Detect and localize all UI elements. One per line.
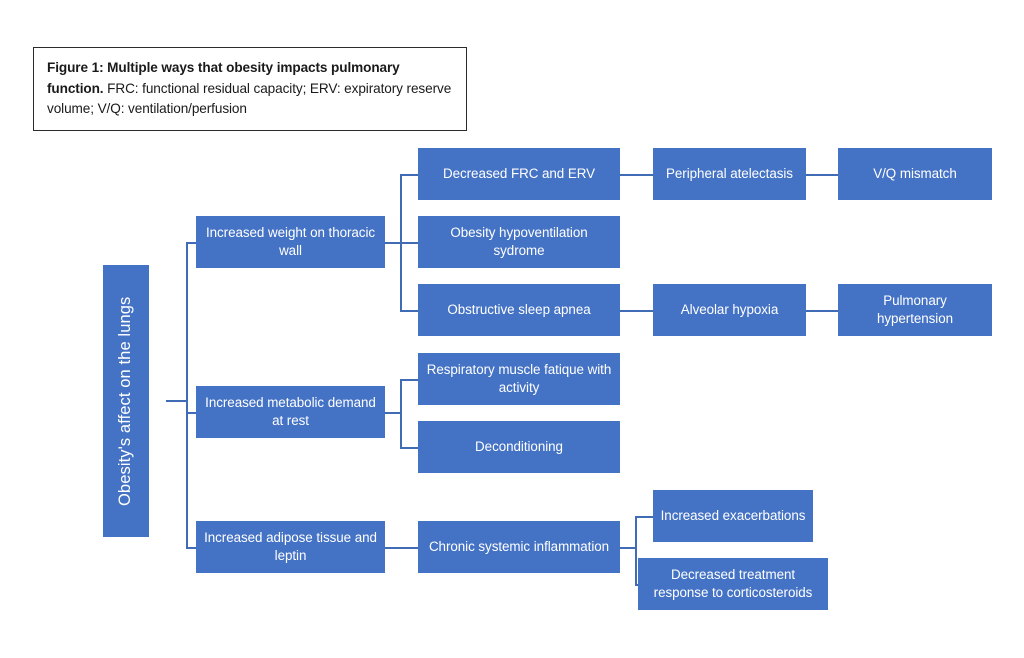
node-alveolar-hypoxia[interactable]: Alveolar hypoxia [653, 284, 806, 336]
node-chronic-systemic-inflammation[interactable]: Chronic systemic inflammation [418, 521, 620, 573]
connector-root-to-n3 [186, 547, 197, 549]
connector-n2-to-n2a [400, 379, 418, 381]
connector-n1a-to-n1a1 [620, 174, 653, 176]
connector-n1-to-n1a [400, 174, 418, 176]
figure-caption-title: Figure 1: Multiple ways that obesity imp… [47, 60, 400, 96]
connector-n1a1-to-n1a1a [806, 174, 838, 176]
node-respiratory-muscle-fatigue[interactable]: Respiratory muscle fatique with activity [418, 353, 620, 405]
node-vq-mismatch[interactable]: V/Q mismatch [838, 148, 992, 200]
node-increased-exacerbations[interactable]: Increased exacerbations [653, 490, 813, 542]
node-increased-weight-thoracic-wall[interactable]: Increased weight on thoracic wall [196, 216, 385, 268]
connector-n2-stub [385, 412, 401, 414]
node-increased-metabolic-demand[interactable]: Increased metabolic demand at rest [196, 386, 385, 438]
connector-n1-to-n1b [400, 242, 418, 244]
connector-n3-to-n3a [385, 547, 418, 549]
node-decreased-frc-erv[interactable]: Decreased FRC and ERV [418, 148, 620, 200]
figure-caption-box: Figure 1: Multiple ways that obesity imp… [33, 47, 467, 131]
connector-n3a-stub [620, 547, 636, 549]
connector-n3a-trunk [635, 516, 637, 584]
node-peripheral-atelectasis[interactable]: Peripheral atelectasis [653, 148, 806, 200]
node-increased-adipose-tissue-leptin[interactable]: Increased adipose tissue and leptin [196, 521, 385, 573]
connector-n2-to-n2b [400, 447, 418, 449]
node-root[interactable]: Obesity's affect on the lungs [103, 265, 149, 537]
node-obstructive-sleep-apnea[interactable]: Obstructive sleep apnea [418, 284, 620, 336]
node-deconditioning[interactable]: Deconditioning [418, 421, 620, 473]
figure-caption-abbreviations: FRC: functional residual capacity; ERV: … [47, 80, 452, 117]
figure-caption-text: Figure 1: Multiple ways that obesity imp… [47, 58, 453, 120]
connector-n2-trunk [400, 379, 402, 447]
connector-n1-to-n1c [400, 310, 418, 312]
connector-n1c-to-n1c1 [620, 310, 653, 312]
node-decreased-treatment-response[interactable]: Decreased treatment response to corticos… [638, 558, 828, 610]
connector-n1c1-to-n1c1a [806, 310, 838, 312]
connector-n1-stub [385, 242, 401, 244]
node-pulmonary-hypertension[interactable]: Pulmonary hypertension [838, 284, 992, 336]
connector-root-to-n2 [186, 412, 197, 414]
connector-root-to-n1 [186, 242, 197, 244]
connector-root-trunk [186, 242, 188, 548]
connector-root-stub [166, 400, 187, 402]
node-obesity-hypoventilation-syndrome[interactable]: Obesity hypoventilation sydrome [418, 216, 620, 268]
connector-n3a-to-n3a1 [635, 516, 653, 518]
